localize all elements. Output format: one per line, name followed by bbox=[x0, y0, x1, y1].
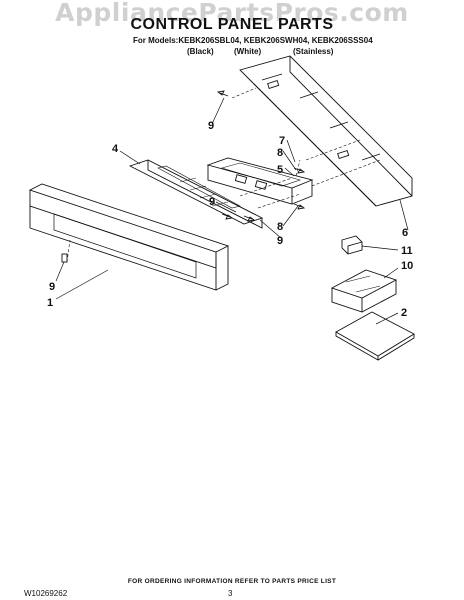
ordering-info-note: FOR ORDERING INFORMATION REFER TO PARTS … bbox=[127, 578, 337, 585]
page-title: CONTROL PANEL PARTS bbox=[130, 16, 334, 33]
callout-7: 7 bbox=[279, 135, 285, 147]
callout-11: 11 bbox=[401, 245, 413, 257]
document-number: W10269262 bbox=[24, 589, 68, 598]
page-number: 3 bbox=[228, 589, 233, 598]
callout-9-lower: 9 bbox=[277, 235, 283, 247]
variant-black: (Black) bbox=[187, 47, 214, 56]
variant-white: (White) bbox=[234, 47, 262, 56]
watermark: AppliancePartsPros.com bbox=[55, 0, 409, 27]
callout-8-lower: 8 bbox=[277, 221, 283, 233]
clip-part-11 bbox=[341, 235, 363, 255]
leader-lines bbox=[55, 97, 409, 325]
screw-icons bbox=[61, 90, 306, 263]
housing-part-10 bbox=[330, 269, 398, 313]
callout-10: 10 bbox=[401, 260, 413, 272]
callout-9-top: 9 bbox=[208, 120, 214, 132]
alignment-lines bbox=[66, 87, 381, 263]
callout-1: 1 bbox=[47, 297, 53, 309]
callout-6: 6 bbox=[402, 227, 408, 239]
overlay-part-4 bbox=[128, 159, 264, 229]
callout-labels: 9 7 8 5 4 9 8 9 6 9 1 11 10 2 bbox=[47, 120, 413, 319]
rear-bracket-part-6 bbox=[239, 55, 413, 207]
control-board-part-5 bbox=[206, 157, 314, 205]
callout-9-middle: 9 bbox=[209, 196, 215, 208]
callout-5: 5 bbox=[277, 164, 283, 176]
front-panel-part-1 bbox=[28, 183, 230, 291]
callout-8-upper: 8 bbox=[277, 147, 283, 159]
variant-stainless: (Stainless) bbox=[293, 47, 334, 56]
cover-plate-part-2 bbox=[335, 311, 415, 361]
models-line: For Models:KEBK206SBL04, KEBK206SWH04, K… bbox=[133, 36, 373, 45]
callout-9-left: 9 bbox=[49, 281, 55, 293]
callout-4: 4 bbox=[112, 143, 119, 155]
callout-2: 2 bbox=[401, 307, 407, 319]
